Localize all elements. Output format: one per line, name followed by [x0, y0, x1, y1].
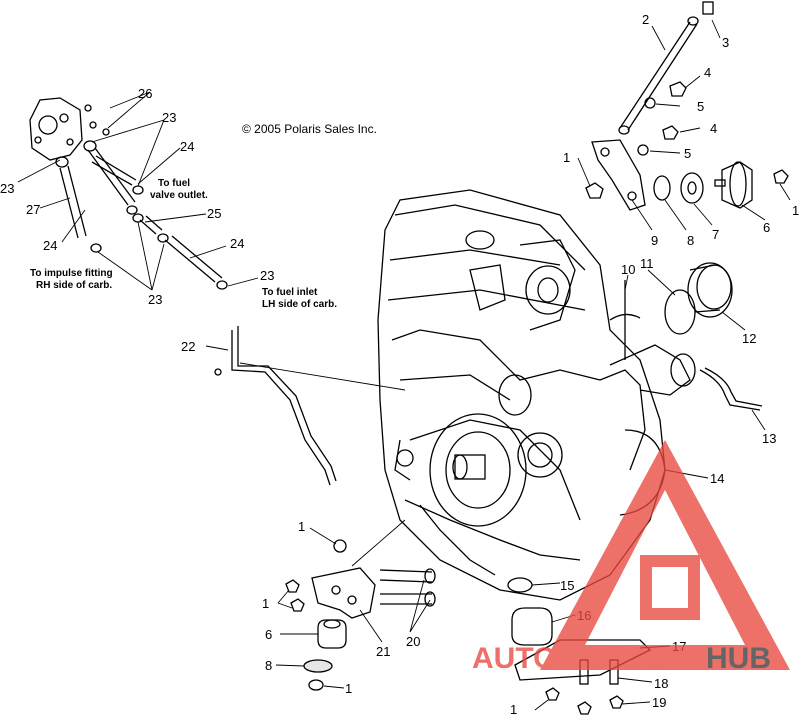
callout-6a: 6: [763, 220, 770, 235]
watermark-triangle: [540, 440, 790, 670]
callout-14: 14: [710, 471, 724, 486]
engine-assembly: [377, 189, 696, 601]
watermark-moto: MOTO: [580, 642, 669, 675]
note-impulse-line2: RH side of carb.: [36, 280, 112, 291]
callout-23c: 23: [148, 292, 162, 307]
callout-15: 15: [560, 578, 574, 593]
callout-labels: 2 3 4 5 4 5 1 1 9 8 7 6 10 11 12 13 14 1…: [0, 12, 799, 717]
callout-20: 20: [406, 634, 420, 649]
callout-4b: 4: [710, 121, 717, 136]
callout-4a: 4: [704, 65, 711, 80]
note-fuel-valve-line2: valve outlet.: [150, 190, 208, 201]
callout-1d: 1: [262, 596, 269, 611]
callout-24b: 24: [43, 238, 57, 253]
breather-hose: [699, 367, 763, 411]
vent-line: [214, 326, 337, 486]
callout-8b: 8: [265, 658, 272, 673]
watermark-hub: HUB: [706, 642, 771, 675]
hose-10: [609, 280, 641, 360]
callout-7: 7: [712, 227, 719, 242]
callout-18: 18: [654, 676, 668, 691]
callout-24c: 24: [230, 236, 244, 251]
callout-1c: 1: [510, 702, 517, 717]
note-impulse-line1: To impulse fitting: [30, 268, 113, 279]
callout-10: 10: [621, 262, 635, 277]
note-fuel-valve-line1: To fuel: [158, 178, 190, 189]
callout-12: 12: [742, 331, 756, 346]
callout-1a: 1: [563, 150, 570, 165]
callout-21: 21: [376, 644, 390, 659]
callout-2: 2: [642, 12, 649, 27]
watermark-auto: AUTO: [472, 642, 556, 675]
copyright-notice: © 2005 Polaris Sales Inc.: [242, 122, 377, 136]
callout-22: 22: [181, 339, 195, 354]
callout-24a: 24: [180, 139, 194, 154]
callout-11: 11: [640, 256, 654, 271]
callout-26: 26: [138, 86, 152, 101]
clamp-and-boot: [664, 262, 733, 335]
fuel-pump-assembly: [29, 97, 228, 290]
callout-6b: 6: [265, 627, 272, 642]
callout-1e: 1: [345, 681, 352, 696]
note-fuel-inlet-line1: To fuel inlet: [262, 287, 318, 298]
note-fuel-inlet-line2: LH side of carb.: [262, 299, 337, 310]
callout-19: 19: [652, 695, 666, 710]
callout-25: 25: [207, 206, 221, 221]
callout-1f: 1: [298, 519, 305, 534]
torque-rod-assembly: [585, 1, 789, 211]
autotmotohub-watermark: AUTO MOTO HUB: [472, 440, 790, 675]
callout-23d: 23: [260, 268, 274, 283]
callout-5a: 5: [697, 99, 704, 114]
callout-8a: 8: [687, 233, 694, 248]
callout-23a: 23: [162, 110, 176, 125]
callout-23b: 23: [0, 181, 14, 196]
callout-13: 13: [762, 431, 776, 446]
callout-1b: 1: [792, 203, 799, 218]
callout-9: 9: [651, 233, 658, 248]
callout-3: 3: [722, 35, 729, 50]
callout-27: 27: [26, 202, 40, 217]
callout-5b: 5: [684, 146, 691, 161]
